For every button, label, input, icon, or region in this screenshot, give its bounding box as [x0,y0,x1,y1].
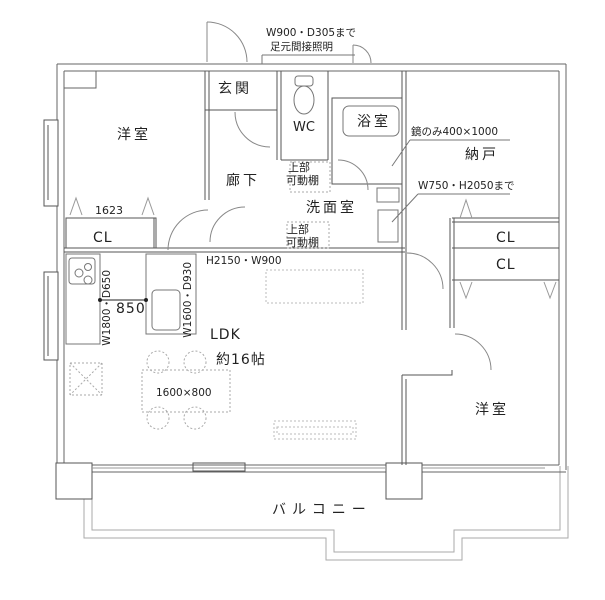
closet-width-dimension: 1623 [95,204,123,217]
bottom-windows [92,462,545,472]
dining-set [141,350,231,430]
closet-west: CL [93,230,113,246]
room-ldk-size: 約16帖 [216,352,266,368]
movable-shelves [286,161,331,249]
closet-east-upper: CL [496,230,516,246]
room-western-2: 洋室 [475,402,509,418]
door-size-note: H2150・W900 [206,255,282,267]
interior-walls [64,71,559,465]
storage-door-note: W750・H2050まで [418,180,515,192]
aisle-dimension [98,298,148,302]
room-bathroom: 浴室 [357,114,391,130]
exterior-walls [56,63,567,473]
mirror-note: 鏡のみ400×1000 [411,126,499,138]
closet-east-lower: CL [496,257,516,273]
room-wc: WC [293,120,315,135]
shelf-1-line2: 可動棚 [286,174,319,187]
left-kitchen-window [43,271,59,361]
room-hallway: 廊下 [226,173,260,189]
leader-lines [261,54,510,223]
room-ldk: LDK [210,327,241,343]
aisle-width-dimension: 850 [116,301,146,317]
dining-table-dimension: 1600×800 [156,387,212,399]
washer-space [376,187,400,203]
room-western-1: 洋室 [117,127,151,143]
kitchen-back-counter [65,253,101,345]
room-washroom: 洗面室 [306,200,357,216]
room-storage: 納戸 [465,147,499,163]
toilet [293,75,315,115]
shelf-2-line2: 可動棚 [286,236,319,249]
foot-light-label: 足元間接照明 [270,41,333,53]
kitchen-island-dimension: W1600・D930 [182,262,194,338]
pillars [55,462,423,500]
shelf-2-line1: 上部 [287,223,309,236]
kitchen-island [145,253,197,335]
kitchen-back-dimension: W1800・D650 [101,270,113,346]
room-balcony: バルコニー [272,502,372,518]
door-swings [167,21,492,371]
left-bay-window [43,119,59,207]
room-entrance: 玄関 [218,81,252,97]
balcony-outline [83,466,569,561]
bathtub [342,105,400,137]
shelf-1-line1: 上部 [288,161,310,174]
foot-light-size-note: W900・D305まで [266,27,357,39]
storage-box [69,362,103,396]
vanity [377,209,399,243]
ceiling-fixtures [265,269,364,440]
hanger-marks [69,196,557,300]
